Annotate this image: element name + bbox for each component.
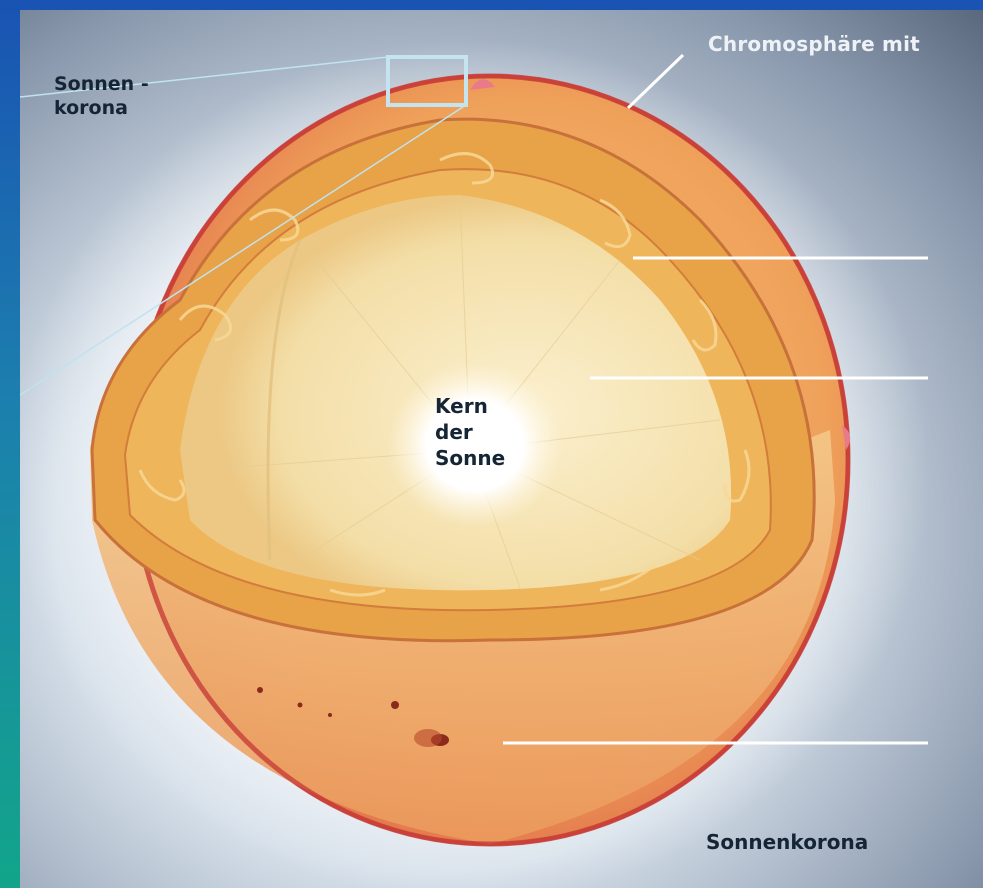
core-label: Kern der Sonne [435,393,505,471]
corona-bottom-label: Sonnenkorona [706,830,868,855]
chromosphere-label: Chromosphäre mit [708,32,920,57]
corona-top-label: Sonnen - korona [54,73,149,121]
